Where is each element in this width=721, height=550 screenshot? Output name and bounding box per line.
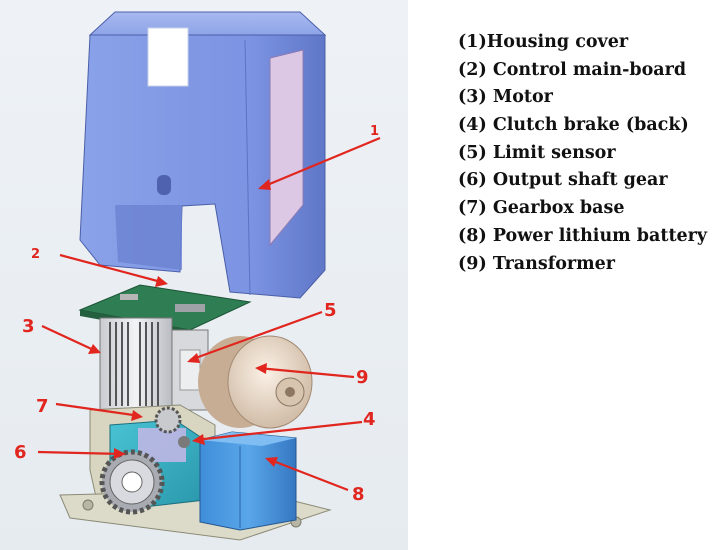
idler-gear	[154, 406, 182, 434]
housing-cover	[79, 11, 327, 299]
component-legend: (1)Housing cover (2) Control main-board …	[458, 29, 707, 278]
legend-item-gearbox-base: (7) Gearbox base	[458, 198, 625, 219]
legend-item-output-shaft-gear: (6) Output shaft gear	[458, 170, 668, 191]
callout-9: 9	[356, 367, 369, 388]
callout-7: 7	[36, 396, 49, 417]
power-lithium-battery	[199, 431, 297, 531]
legend-item-housing-cover: (1)Housing cover	[458, 32, 629, 52]
callout-3: 3	[22, 316, 35, 337]
callout-arrows	[37, 136, 381, 492]
output-shaft-gear	[99, 449, 165, 515]
motor	[99, 317, 173, 411]
callout-2: 2	[31, 247, 40, 262]
legend-item-power-lithium-battery: (8) Power lithium battery	[458, 225, 708, 246]
legend-item-clutch-brake: (4) Clutch brake (back)	[458, 115, 689, 136]
callout-4: 4	[363, 409, 376, 430]
legend-item-transformer: (9) Transformer	[458, 253, 616, 274]
callout-1: 1	[370, 124, 379, 139]
callout-8: 8	[352, 484, 365, 505]
exploded-view-figure: 1 2 3 5 9 7 4 6 8	[0, 0, 408, 550]
transformer	[198, 335, 313, 429]
legend-item-limit-sensor: (5) Limit sensor	[458, 142, 616, 163]
callout-6: 6	[14, 442, 27, 463]
legend-item-motor: (3) Motor	[458, 87, 553, 108]
legend-item-control-main-board: (2) Control main-board	[458, 59, 687, 80]
callout-5: 5	[324, 300, 337, 321]
